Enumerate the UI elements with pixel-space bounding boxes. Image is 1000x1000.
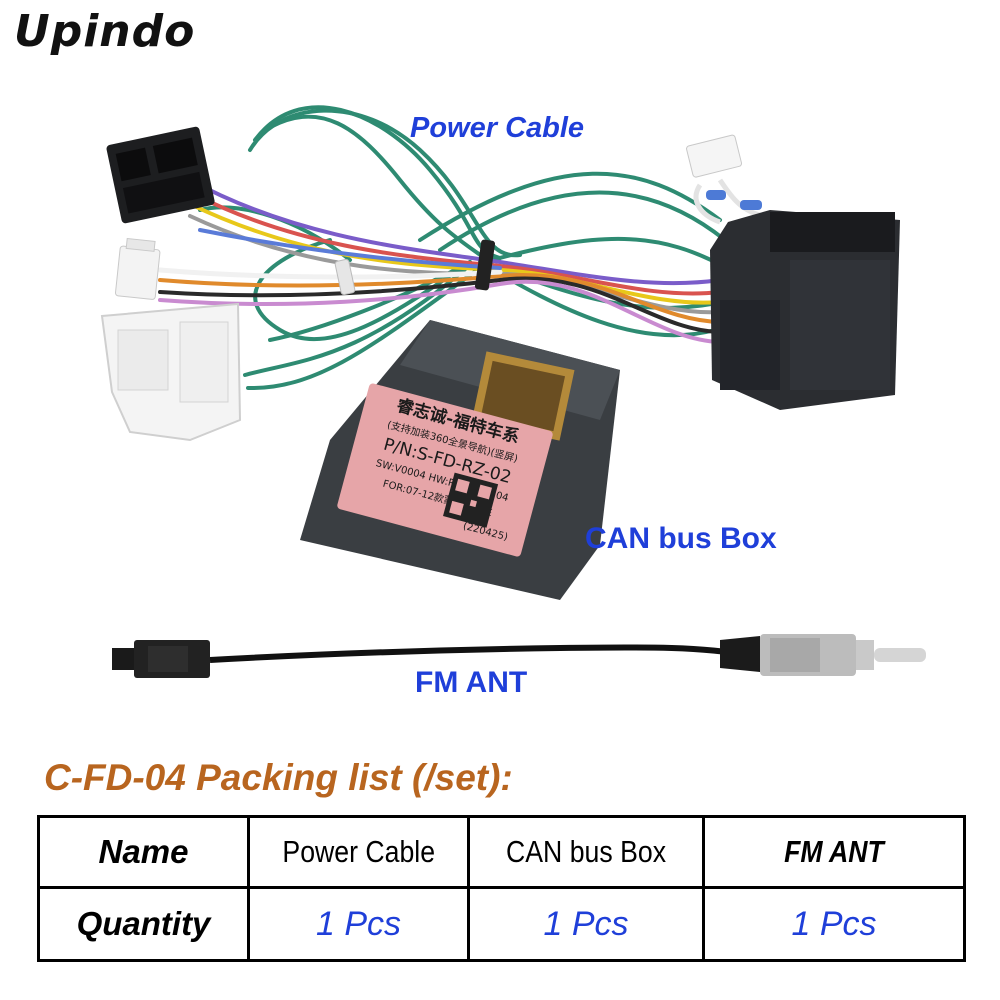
table-cell: Power Cable <box>247 814 470 890</box>
table-row: Name Power Cable CAN bus Box FM ANT <box>37 814 966 890</box>
item-name: CAN bus Box <box>505 834 667 870</box>
brand-logo: Upindo <box>14 6 196 57</box>
row-header-quantity: Quantity <box>37 886 250 962</box>
packing-list-table: Name Power Cable CAN bus Box FM ANT Quan… <box>37 814 966 962</box>
table-row: Quantity 1 Pcs 1 Pcs 1 Pcs <box>37 886 966 962</box>
packing-list-title: C-FD-04 Packing list (/set): <box>44 757 513 798</box>
row-header-name: Name <box>37 814 250 890</box>
item-quantity: 1 Pcs <box>467 886 705 962</box>
table-cell: CAN bus Box <box>467 814 705 890</box>
product-photo: 睿志诚-福特车系 (支持加装360全景导航)(竖屏) P/N:S-FD-RZ-0… <box>100 105 926 678</box>
fm-antenna-cable <box>112 634 926 678</box>
label-can-bus-box: CAN bus Box <box>585 522 777 555</box>
item-quantity: 1 Pcs <box>702 886 966 962</box>
power-cable-harness <box>100 105 900 442</box>
can-bus-box: 睿志诚-福特车系 (支持加装360全景导航)(竖屏) P/N:S-FD-RZ-0… <box>300 320 620 600</box>
item-name: Power Cable <box>282 834 435 870</box>
item-name: FM ANT <box>784 834 884 870</box>
item-quantity: 1 Pcs <box>247 886 470 962</box>
table-cell: FM ANT <box>702 814 966 890</box>
label-fm-ant: FM ANT <box>415 666 528 699</box>
label-power-cable: Power Cable <box>410 112 585 144</box>
